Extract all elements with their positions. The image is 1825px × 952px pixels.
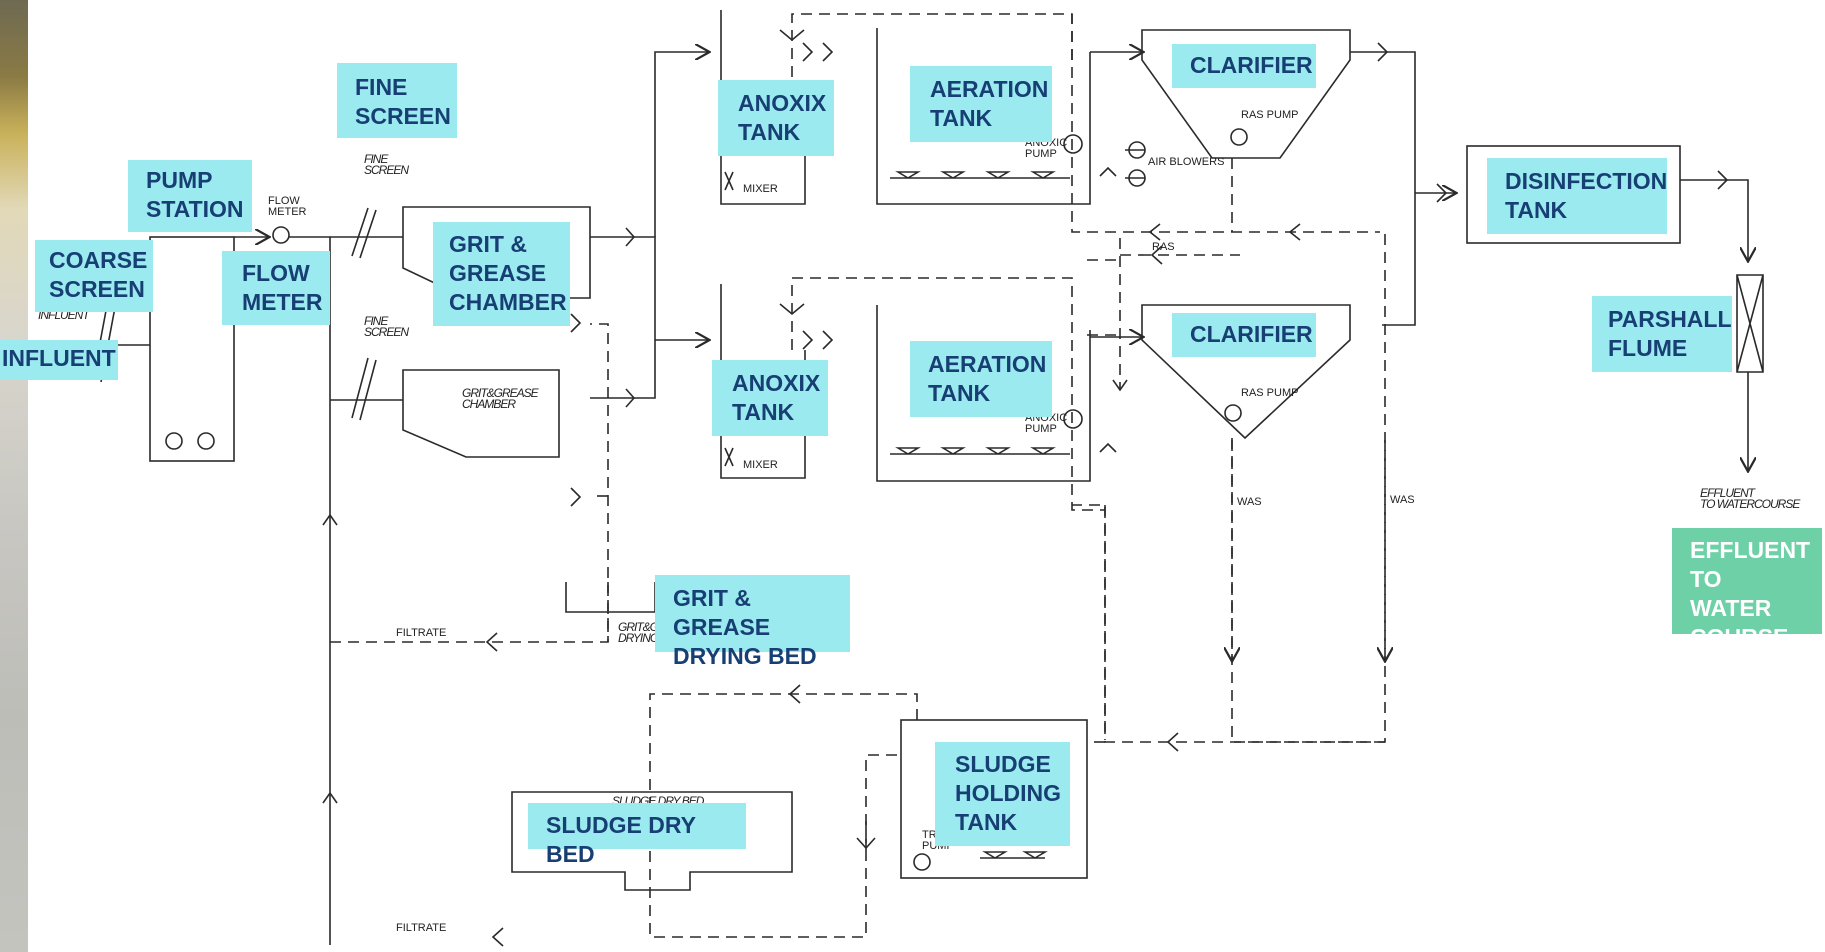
anoxic-pump-text-1: ANOXIC PUMP	[1025, 137, 1068, 160]
label-fine-screen: FINE SCREEN	[337, 63, 457, 138]
air-blowers-text: AIR BLOWERS	[1148, 156, 1225, 168]
flow-meter-symbol	[272, 226, 290, 244]
label-flow-meter: FLOW METER	[222, 251, 330, 325]
label-aeration-tank-2: AERATION TANK	[910, 341, 1052, 417]
flow-arrows	[322, 29, 1729, 947]
pump-symbol	[1063, 409, 1083, 429]
clarifier-1-shape	[1141, 29, 1351, 159]
ras-text: RAS	[1152, 241, 1175, 253]
fine-screen-small-text-1: FINE SCREEN	[364, 152, 409, 177]
pump-symbol	[1063, 134, 1083, 154]
pump-symbol	[197, 432, 215, 450]
disinfection-tank-shape	[1466, 145, 1681, 244]
was-text-2: WAS	[1390, 494, 1415, 506]
pump-station-shape	[149, 236, 235, 462]
fine-screen-symbol-1	[351, 207, 377, 259]
label-disinfection-tank: DISINFECTION TANK	[1487, 158, 1667, 234]
filtrate-text-2: FILTRATE	[396, 922, 447, 934]
effluent-small-text: EFFLUENT TO WATERCOURSE	[1700, 486, 1800, 511]
label-sludge-holding-tank: SLUDGE HOLDING TANK	[935, 742, 1070, 846]
ras-pump-text-1: RAS PUMP	[1241, 109, 1299, 121]
influent-small-text: INFLUENT	[38, 308, 90, 322]
ras-pump-text-2: RAS PUMP	[1241, 387, 1299, 399]
label-anoxix-tank-2: ANOXIX TANK	[712, 360, 828, 436]
sludge-dry-bed-shape	[511, 791, 793, 891]
sludge-holding-tank-shape	[900, 719, 1088, 879]
pump-symbol	[1224, 404, 1242, 422]
pumps	[165, 128, 1248, 871]
label-clarifier-2: CLARIFIER	[1172, 313, 1316, 357]
grit-grease-chamber-2	[402, 369, 560, 458]
fine-screen-symbol-2	[351, 357, 377, 421]
label-sludge-dry-bed: SLUDGE DRY BED	[528, 803, 746, 867]
label-grit-grease-drying-bed: GRIT & GREASE DRYING BED	[655, 575, 850, 669]
label-influent: INFLUENT	[0, 340, 118, 380]
label-pump-station: PUMP STATION	[128, 160, 252, 232]
label-aeration-tank-1: AERATION TANK	[910, 66, 1052, 142]
filtrate-text-1: FILTRATE	[396, 627, 447, 639]
anoxic-pump-text-2: ANOXIC PUMP	[1025, 412, 1068, 435]
label-anoxix-tank-1: ANOXIX TANK	[718, 80, 834, 156]
parshall-flume-shape	[1736, 274, 1764, 373]
fine-screen-small-text-2: FINE SCREEN	[364, 314, 409, 339]
diffusers	[724, 171, 1070, 859]
mixer-text-2: MIXER	[743, 459, 778, 471]
was-text-1: WAS	[1237, 496, 1262, 508]
mixer-text-1: MIXER	[743, 183, 778, 195]
label-clarifier-1: CLARIFIER	[1172, 44, 1316, 88]
pump-symbol	[165, 432, 183, 450]
aeration-tank-1-shape	[876, 28, 1091, 205]
flow-meter-small-text: FLOW METER	[268, 195, 307, 218]
dashed-recycle-lines	[330, 13, 1385, 938]
label-parshall-flume: PARSHALL FLUME	[1592, 296, 1732, 372]
pump-symbol	[913, 853, 931, 871]
pump-symbol	[1230, 128, 1248, 146]
background-photo-strip	[0, 0, 28, 952]
label-effluent: EFFLUENT TO WATER COURSE	[1672, 528, 1822, 650]
grit-chamber-small-text: GRIT&GREASE CHAMBER	[462, 386, 539, 411]
label-coarse-screen: COARSE SCREEN	[35, 240, 153, 312]
grit-drying-bed-shape	[565, 582, 656, 613]
label-grit-grease-chamber: GRIT & GREASE CHAMBER	[433, 222, 570, 326]
equipment-outlines	[92, 10, 1764, 891]
aeration-tank-2-shape	[876, 305, 1091, 482]
